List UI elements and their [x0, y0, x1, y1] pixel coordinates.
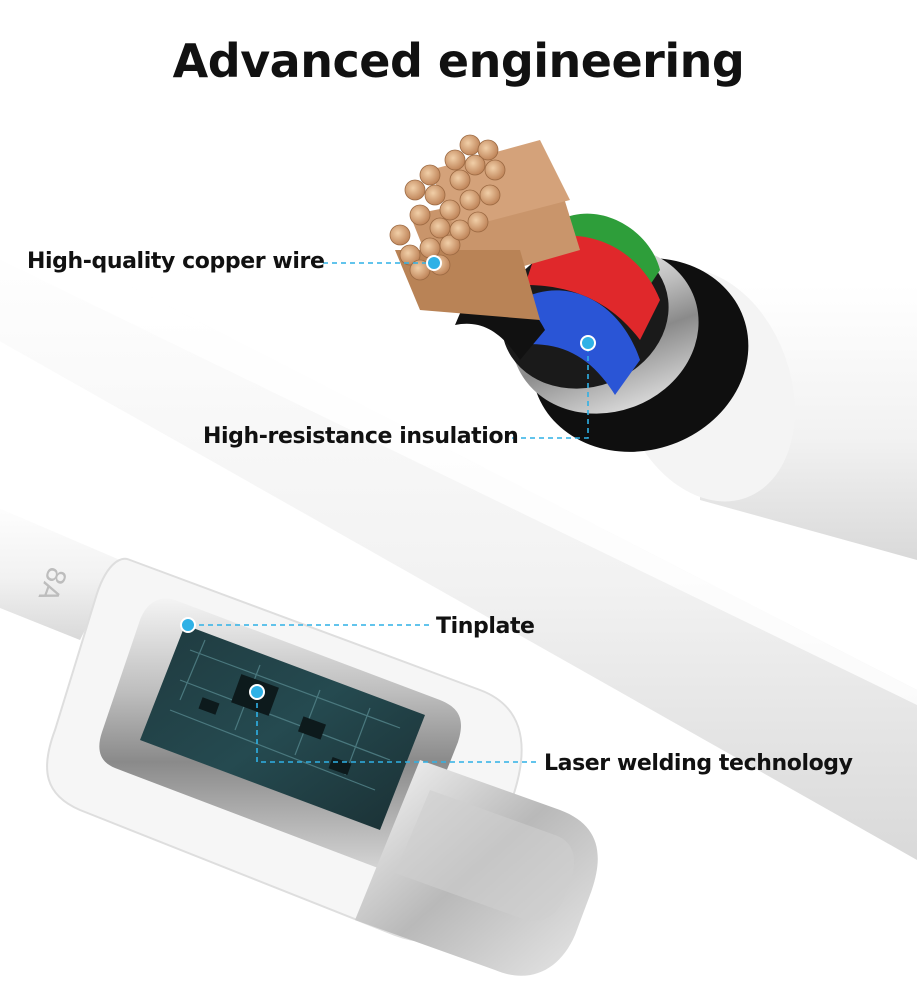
background-cable — [0, 240, 917, 860]
callout-laser-welding: Laser welding technology — [544, 751, 853, 776]
usb-c-connector: 8A — [0, 508, 598, 976]
page-title: Advanced engineering — [172, 34, 745, 88]
cable-cross-section — [389, 134, 917, 560]
callout-copper-wire: High-quality copper wire — [27, 249, 325, 274]
callout-dots — [180, 255, 596, 700]
callout-lines — [190, 262, 589, 763]
callout-insulation: High-resistance insulation — [203, 424, 519, 449]
callout-tinplate: Tinplate — [436, 614, 535, 639]
